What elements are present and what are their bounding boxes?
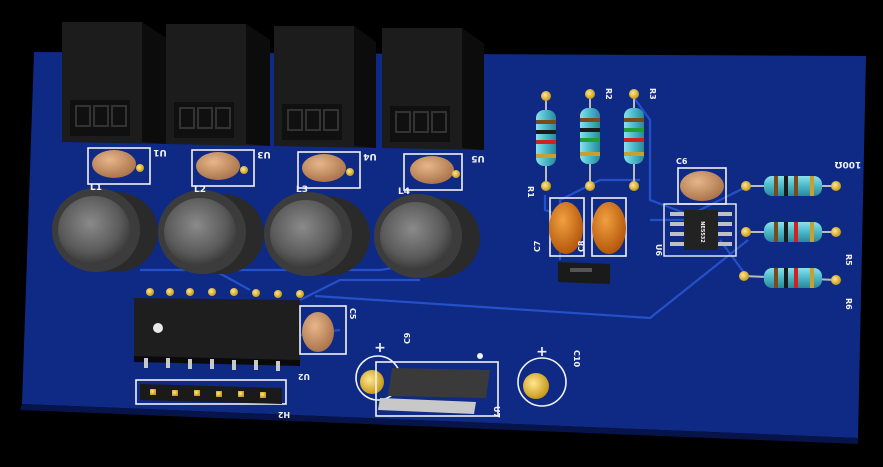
inductor-l3	[264, 192, 370, 276]
inductor-l2	[158, 190, 264, 274]
label-u2: U2	[298, 372, 310, 381]
resistor-r1	[536, 91, 556, 191]
label-u1: U1	[153, 147, 167, 157]
label-u4: U4	[363, 151, 377, 161]
label-plus-c10: +	[536, 344, 548, 360]
inductor-l1	[52, 188, 158, 272]
label-l1: L1	[90, 183, 102, 193]
capacitor-c10	[517, 357, 567, 407]
resistor-r5	[741, 222, 841, 242]
ic-u6: NE5532	[663, 203, 737, 257]
ic-u6-marking: NE5532	[699, 221, 705, 243]
label-100ohm: 100Ω	[834, 159, 861, 169]
label-c9: C9	[403, 332, 412, 344]
ceramic-capacitors-row	[87, 147, 463, 191]
regulator-u7	[375, 353, 499, 417]
capacitor-c8	[591, 197, 627, 257]
inductor-l4	[374, 194, 480, 278]
label-r6: R6	[844, 298, 853, 310]
connector-u4	[274, 26, 376, 148]
label-c10: C10	[572, 350, 581, 367]
label-r5: R5	[844, 254, 853, 266]
label-u7: U7	[492, 406, 501, 418]
label-c5: C5	[348, 308, 357, 320]
capacitor-c7	[549, 197, 585, 257]
label-l2: L2	[194, 185, 206, 195]
label-u3: U3	[257, 149, 271, 159]
resistor-r2	[580, 89, 600, 191]
connector-u1	[62, 22, 166, 144]
label-c6: C6	[676, 157, 688, 166]
ic-u2	[134, 288, 304, 371]
label-r2: R2	[604, 88, 613, 100]
resistor-r6	[739, 268, 841, 288]
capacitor-c5	[299, 305, 347, 355]
label-u6: U6	[654, 244, 663, 256]
label-r1: R1	[526, 186, 535, 198]
connector-u3	[166, 24, 270, 146]
label-plus-c9: +	[374, 340, 386, 356]
silkscreen-labels: U1 U3 U4 U5 L1 L2 L3 L4 R1 R2 R3 C6 C7 C…	[90, 88, 861, 419]
label-u5: U5	[471, 153, 485, 163]
jumper-block	[558, 262, 610, 284]
label-l4: L4	[398, 187, 410, 197]
label-h2: H2	[278, 410, 290, 419]
connector-u5	[382, 28, 484, 150]
resistor-r3	[624, 89, 644, 191]
label-c8: C8	[577, 240, 586, 252]
label-c7: C7	[533, 241, 542, 252]
header-h2	[135, 379, 287, 405]
resistor-100ohm	[741, 176, 841, 196]
label-r3: R3	[648, 88, 657, 100]
label-l3: L3	[296, 185, 308, 195]
